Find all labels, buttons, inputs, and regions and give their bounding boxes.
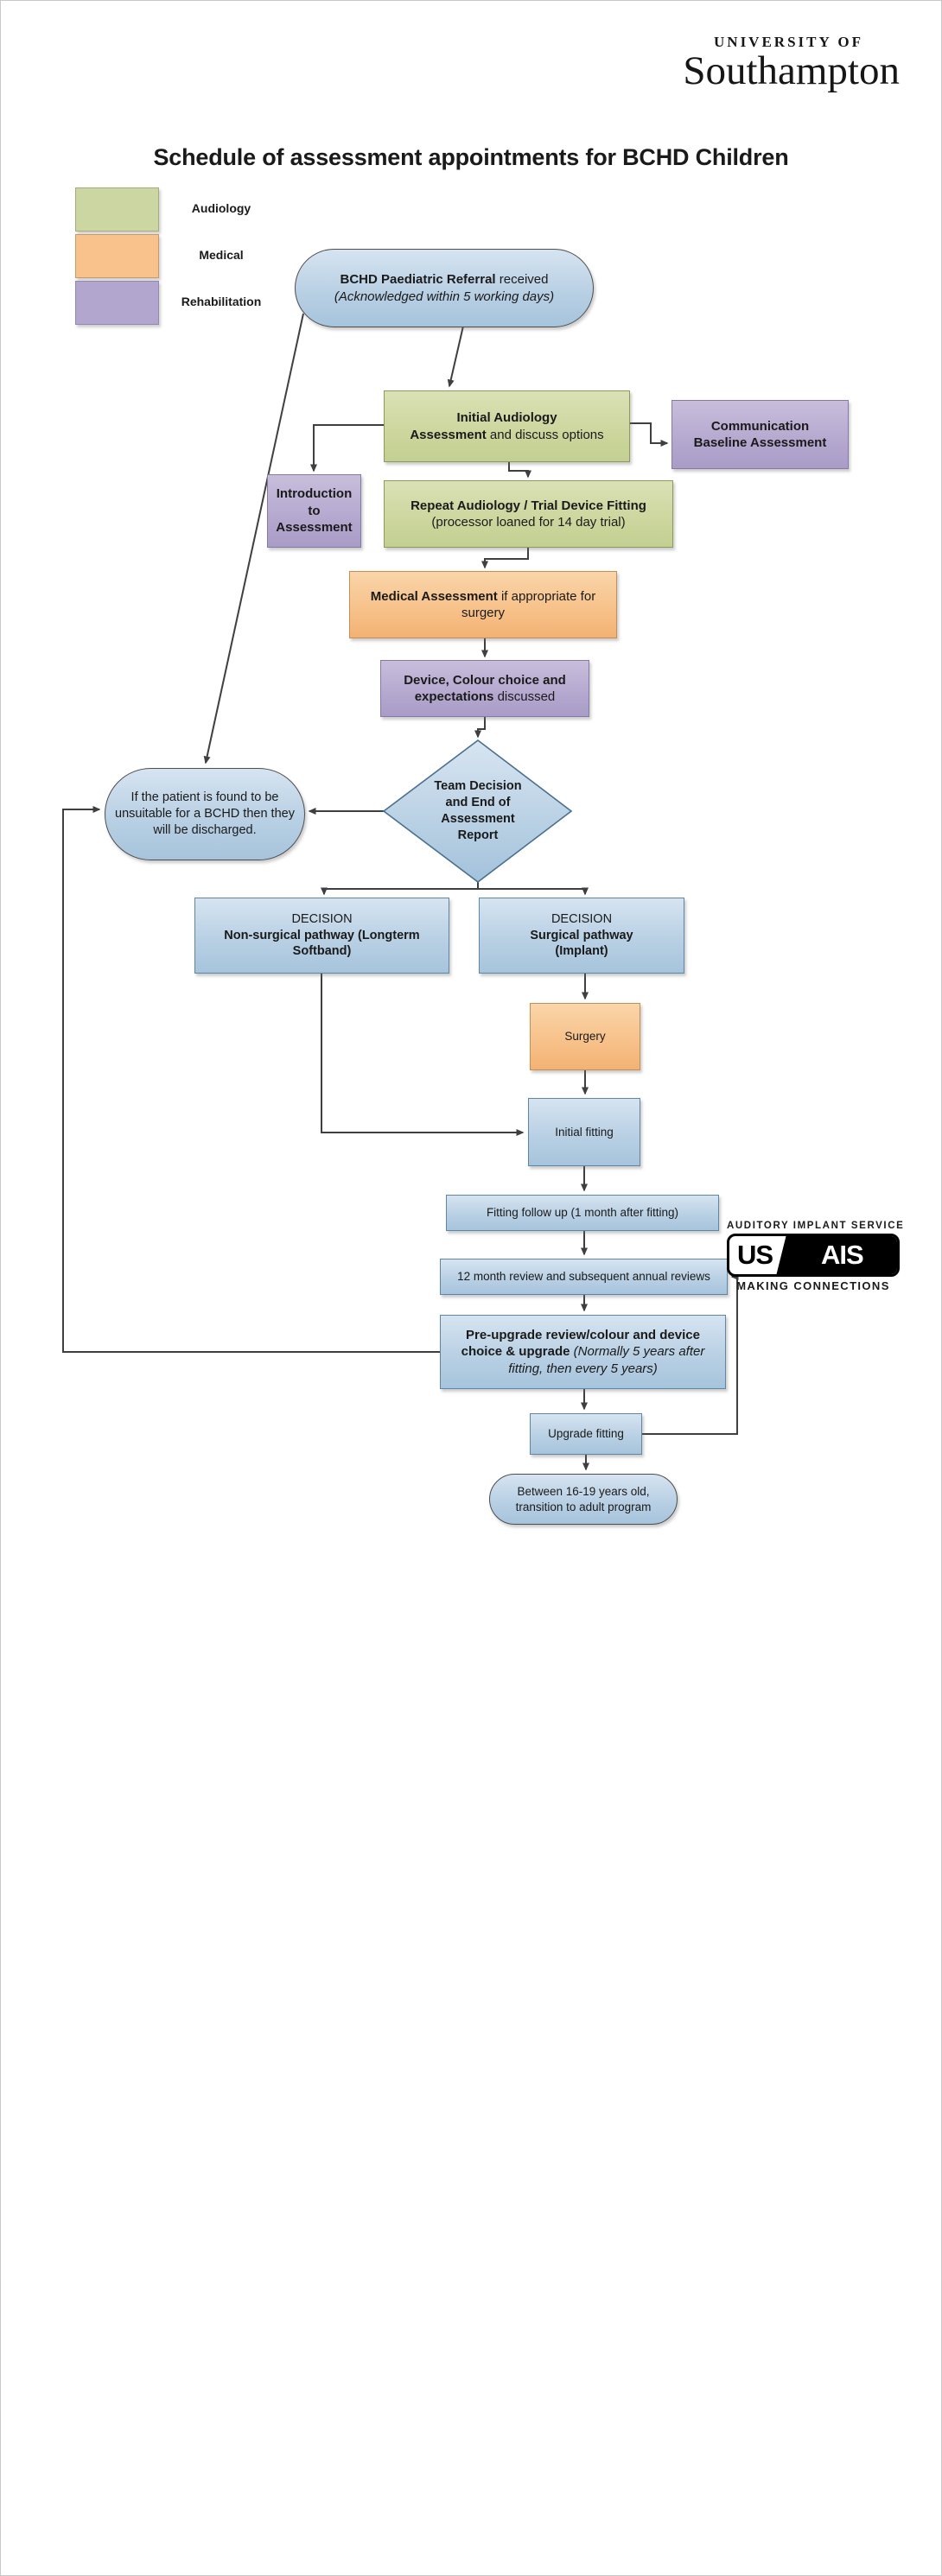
node-discharge: If the patient is found to be unsuitable… [105, 768, 305, 860]
legend-label-audiology: Audiology [191, 201, 251, 215]
node-pre-upgrade-review: Pre-upgrade review/colour and device cho… [440, 1315, 726, 1389]
node-referral: BCHD Paediatric Referral received (Ackno… [295, 249, 594, 327]
page-title: Schedule of assessment appointments for … [153, 144, 789, 170]
usais-logo-band: US AIS [727, 1234, 900, 1277]
node-repeat-audiology: Repeat Audiology / Trial Device Fitting … [384, 480, 673, 548]
connector-referral-to-discharge-diagonal [203, 313, 304, 765]
usais-logo-bottom-text: MAKING CONNECTIONS [736, 1279, 890, 1292]
logo-southampton-text: Southampton [683, 48, 900, 93]
flow-connectors [62, 313, 739, 1471]
node-12-month-review: 12 month review and subsequent annual re… [440, 1259, 728, 1295]
team-decision-diamond-shape [382, 739, 573, 884]
connector-team-decision-to-nonsurgical [321, 882, 479, 896]
connector-repeat-audiology-to-medical [481, 548, 529, 569]
connector-team-decision-to-surgical [478, 887, 589, 896]
legend-swatch-rehabilitation [75, 281, 159, 325]
connector-preupgrade-feedback-to-discharge [62, 806, 440, 1353]
node-surgery: Surgery [530, 1003, 640, 1070]
node-medical-assessment: Medical Assessment if appropriate for su… [349, 571, 617, 638]
node-communication-baseline: Communication Baseline Assessment [671, 400, 849, 469]
legend-swatch-medical [75, 234, 159, 278]
connector-device-colour-to-team-decision [474, 717, 486, 739]
node-upgrade-fitting: Upgrade fitting [530, 1413, 642, 1455]
usais-logo-top-text: AUDITORY IMPLANT SERVICE [727, 1221, 905, 1231]
connector-initial-audiology-to-communication [630, 422, 669, 447]
connector-initial-audiology-to-introduction [310, 424, 384, 473]
connector-nonsurgical-to-initial-fitting [321, 974, 525, 1136]
node-introduction-assessment: Introduction to Assessment [267, 474, 361, 548]
connector-upgrade-fitting-feedback-to-12month [642, 1273, 739, 1435]
node-fitting-followup: Fitting follow up (1 month after fitting… [446, 1195, 719, 1231]
usais-logo: AUDITORY IMPLANT SERVICE US AIS MAKING C… [727, 1221, 905, 1292]
node-transition-adult-program: Between 16-19 years old, transition to a… [489, 1474, 678, 1525]
usais-logo-ais-block: AIS [775, 1236, 897, 1274]
legend-label-medical: Medical [199, 248, 244, 262]
node-decision-nonsurgical: DECISION Non-surgical pathway (Longterm … [194, 898, 449, 974]
connector-referral-to-initial-audiology [447, 321, 465, 388]
node-device-colour-choice: Device, Colour choice and expectations d… [380, 660, 589, 717]
node-team-decision: Team Decision and End of Assessment Repo… [434, 778, 522, 843]
university-of-southampton-logo: UNIVERSITY OF Southampton [683, 34, 900, 92]
node-decision-surgical: DECISION Surgical pathway (Implant) [479, 898, 684, 974]
node-initial-fitting: Initial fitting [528, 1098, 640, 1166]
legend-label-rehabilitation: Rehabilitation [181, 295, 262, 308]
logo-university-of-text: UNIVERSITY OF [714, 34, 863, 50]
usais-logo-us-text: US [737, 1240, 773, 1270]
legend-swatch-audiology [75, 187, 159, 232]
connector-initial-audiology-to-repeat-audiology [508, 462, 531, 479]
node-initial-audiology: Initial Audiology Assessment and discuss… [384, 390, 630, 462]
